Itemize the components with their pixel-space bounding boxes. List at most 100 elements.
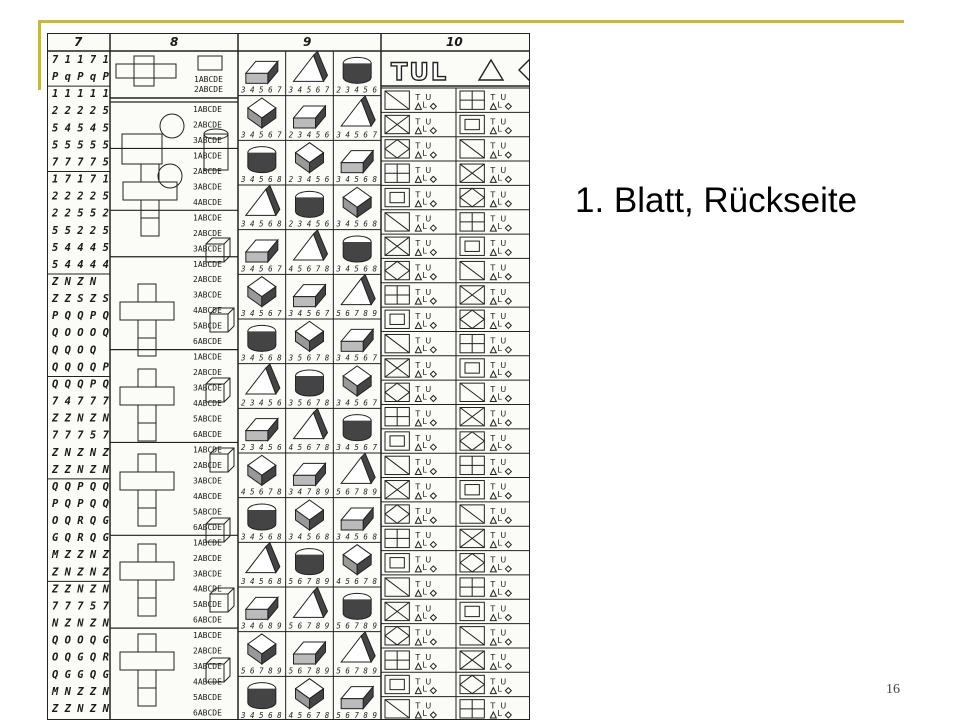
answer-mark-triangle	[489, 345, 498, 354]
answer-mark-t: T	[414, 312, 420, 321]
answer-mark-t: T	[414, 629, 420, 638]
net-drawing	[115, 63, 177, 79]
cube-net	[137, 489, 157, 509]
answer-label: 4ABCDE	[193, 585, 222, 594]
answer-numbers: 5 6 7 8 9	[336, 488, 377, 497]
answer-mark-triangle	[489, 394, 498, 402]
answer-mark-t: T	[489, 190, 495, 199]
top-accent-line	[38, 20, 904, 23]
answer-mark-u: U	[425, 117, 431, 126]
pattern-box	[459, 358, 485, 378]
answer-mark-diamond	[429, 175, 438, 184]
symbol-row: 1 1 1 1 1	[52, 88, 109, 100]
symbol-row: 5 5 5 5 5	[52, 139, 109, 151]
answer-mark-l: L	[422, 539, 427, 548]
symbol-row: Z N Z N Z	[51, 447, 110, 459]
net-drawing	[133, 55, 155, 87]
solid-figure	[342, 544, 373, 576]
pattern-box	[384, 333, 410, 354]
answer-mark-l: L	[422, 612, 427, 621]
answer-mark-triangle	[489, 223, 498, 232]
solid-face	[342, 63, 372, 84]
cube-net	[137, 404, 157, 424]
answer-mark-diamond	[504, 662, 513, 671]
answer-mark-triangle	[489, 175, 498, 183]
solid-sketch	[205, 517, 231, 543]
answer-numbers: 2 3 4 5 6	[336, 86, 377, 95]
pattern-line	[464, 118, 480, 131]
answer-mark-triangle	[414, 418, 423, 427]
solid-face	[245, 251, 269, 263]
pattern-figure	[459, 674, 513, 695]
symbol-row: Q O O Q G	[52, 635, 110, 647]
answer-mark-diamond	[504, 565, 513, 573]
solid-face	[309, 509, 324, 531]
answer-label: 1ABCDE	[193, 105, 222, 114]
pattern-line	[384, 334, 410, 354]
answer-label: 1ABCDE	[193, 538, 222, 547]
answer-mark-diamond	[504, 321, 513, 330]
solid-figure	[247, 324, 277, 352]
answer-label: 4ABCDE	[193, 306, 222, 315]
symbol-row: P Q Q P Q	[52, 310, 109, 322]
answer-mark-t: T	[489, 312, 495, 321]
pattern-box	[459, 382, 485, 402]
symbol-row: Q Q Q Q P	[52, 361, 110, 373]
answer-mark-triangle	[489, 540, 498, 549]
solid-face	[340, 162, 364, 174]
solid-figure	[247, 146, 277, 174]
pattern-line	[459, 528, 485, 548]
pattern-figure	[459, 358, 513, 378]
answer-mark-triangle	[489, 126, 498, 135]
solid-face	[342, 420, 372, 442]
cube-net	[137, 579, 157, 599]
triangle-net	[140, 199, 160, 219]
answer-mark-u: U	[500, 142, 506, 151]
answer-mark-triangle	[414, 199, 423, 208]
pattern-box	[384, 139, 410, 159]
pattern-box	[459, 309, 485, 329]
answer-mark-diamond	[429, 370, 438, 378]
answer-numbers: 3 4 5 6 7	[335, 354, 377, 363]
answer-mark-t: T	[489, 142, 495, 151]
pattern-line	[384, 625, 411, 646]
cube-net	[137, 319, 157, 339]
answer-mark-l: L	[422, 660, 427, 669]
answer-numbers: 4 5 6 7 8	[289, 264, 330, 273]
triangle-net	[140, 217, 160, 237]
answer-label: 6ABCDE	[193, 430, 222, 439]
answer-mark-diamond	[429, 516, 438, 524]
answer-mark-l: L	[422, 393, 427, 402]
answer-mark-t: T	[414, 604, 420, 613]
pattern-figure	[384, 601, 438, 622]
answer-numbers: 2 3 4 5 6	[241, 443, 282, 452]
answer-numbers: 3 4 5 6 7	[335, 130, 377, 139]
pattern-line	[459, 674, 486, 695]
answer-mark-triangle	[489, 613, 498, 622]
answer-label: 1ABCDE	[193, 445, 222, 454]
cube-net	[137, 597, 157, 617]
answer-mark-u: U	[425, 288, 431, 297]
pattern-box	[459, 626, 485, 646]
answer-mark-l: L	[497, 612, 502, 621]
symbol-row: 5 4 4 4 5	[52, 242, 109, 254]
solid-face	[265, 541, 281, 574]
pattern-line	[384, 90, 410, 110]
answer-mark-diamond	[504, 297, 513, 305]
answer-mark-l: L	[497, 149, 502, 158]
answer-mark-t: T	[414, 361, 420, 370]
answer-mark-diamond	[504, 102, 513, 111]
answer-numbers: 2 3 4 5 6	[289, 175, 330, 184]
answer-mark-t: T	[489, 385, 495, 394]
answer-mark-u: U	[500, 312, 506, 321]
pattern-line	[384, 455, 410, 475]
answer-mark-t: T	[489, 166, 495, 175]
answer-mark-triangle	[414, 370, 423, 378]
cube-drawing	[227, 587, 235, 595]
solid-figure	[294, 499, 325, 531]
solid-face	[261, 107, 277, 129]
answer-label: 4ABCDE	[193, 399, 222, 408]
pattern-line	[459, 382, 485, 402]
answer-label: 6ABCDE	[193, 337, 222, 346]
solid-face	[261, 464, 277, 487]
